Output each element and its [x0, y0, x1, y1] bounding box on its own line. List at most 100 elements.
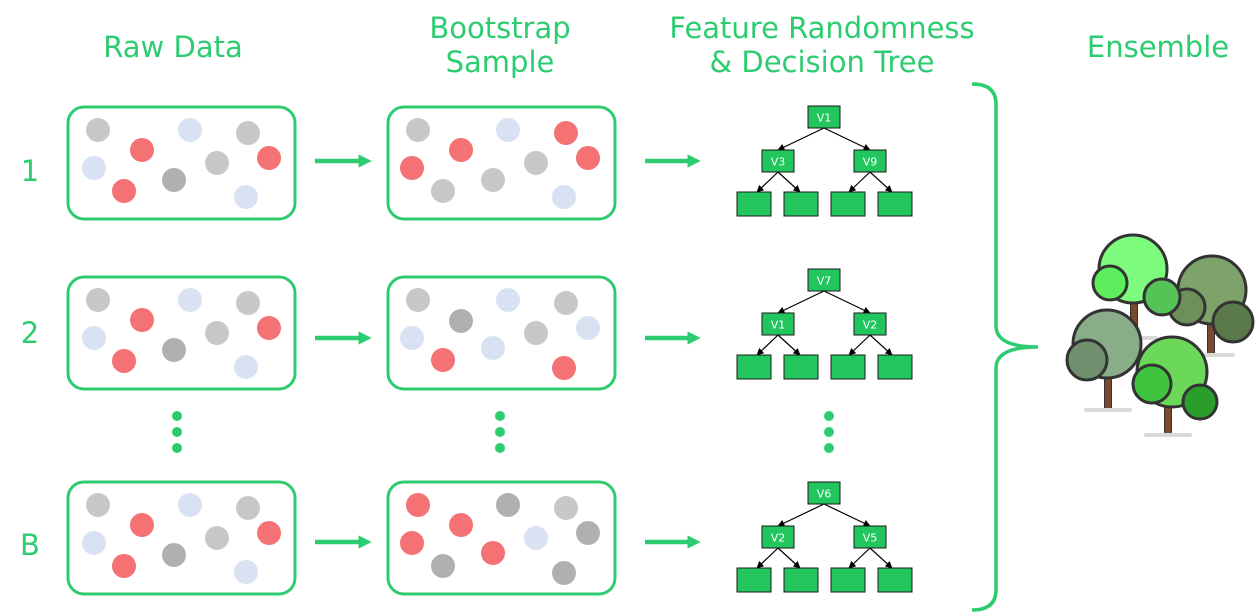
data-point: [524, 526, 548, 550]
tree-edge: [869, 171, 893, 193]
data-point: [552, 185, 576, 209]
data-point: [82, 156, 106, 180]
tree-leaf-node: [783, 567, 819, 593]
data-point: [162, 168, 186, 192]
data-point: [112, 349, 136, 373]
tree-edge: [777, 503, 825, 527]
data-point: [481, 336, 505, 360]
data-point: [112, 179, 136, 203]
data-point: [496, 288, 520, 312]
tree-root-node-label: V6: [817, 488, 832, 501]
data-point: [236, 496, 260, 520]
tree-edge: [823, 127, 871, 151]
tree-right-node: [853, 525, 887, 549]
data-point: [257, 146, 281, 170]
tree-leaf-node: [736, 191, 772, 217]
vertical-ellipsis-icon: [172, 411, 182, 453]
tree-edge: [756, 547, 779, 569]
data-point: [576, 521, 600, 545]
data-point: [449, 309, 473, 333]
tree-right-node: [853, 149, 887, 173]
tree-leaf-node: [877, 191, 913, 217]
row-label-b: B: [20, 528, 40, 562]
tree-left-node: [761, 525, 795, 549]
data-point: [205, 321, 229, 345]
tree-left-node-label: V3: [771, 156, 786, 169]
tree-left-node-label: V1: [771, 319, 786, 332]
vertical-ellipsis-icon: [495, 411, 505, 453]
data-point: [552, 356, 576, 380]
data-point: [481, 541, 505, 565]
data-point: [234, 185, 258, 209]
tree-edge: [777, 547, 801, 569]
forest-trees-icon: [1065, 233, 1255, 437]
tree-edge: [777, 127, 825, 151]
data-point: [406, 118, 430, 142]
tree-leaf-node: [830, 191, 866, 217]
data-point: [576, 316, 600, 340]
data-point: [400, 326, 424, 350]
tree-right-node: [853, 312, 887, 336]
tree-root-node: [807, 481, 841, 505]
tree-right-node-label: V9: [863, 156, 878, 169]
data-point: [236, 291, 260, 315]
data-point: [431, 554, 455, 578]
data-point: [178, 288, 202, 312]
data-point: [234, 560, 258, 584]
data-point: [431, 348, 455, 372]
data-point: [130, 513, 154, 537]
row-label-1: 1: [20, 154, 40, 188]
tree-edge: [777, 171, 801, 193]
data-point: [257, 521, 281, 545]
tree-root-node-label: V1: [817, 112, 832, 125]
data-point: [205, 526, 229, 550]
data-point: [82, 326, 106, 350]
data-point: [554, 496, 578, 520]
data-point: [449, 138, 473, 162]
tree-edge: [823, 290, 871, 314]
tree-root-node: [807, 105, 841, 129]
tree-edge: [869, 547, 893, 569]
data-point: [400, 156, 424, 180]
data-point: [576, 146, 600, 170]
tree-edge: [848, 547, 871, 569]
tree-leaf-node: [783, 354, 819, 380]
data-point: [112, 554, 136, 578]
header-raw-data: Raw Data: [103, 30, 243, 64]
vertical-ellipsis-icon: [824, 411, 834, 453]
data-point: [524, 321, 548, 345]
tree-leaf-node: [736, 354, 772, 380]
data-point: [554, 291, 578, 315]
data-point: [552, 561, 576, 585]
data-point: [496, 493, 520, 517]
tree-edge: [848, 334, 871, 356]
tree-leaf-node: [877, 354, 913, 380]
data-point: [86, 288, 110, 312]
data-point: [82, 531, 106, 555]
data-point: [205, 151, 229, 175]
tree-edge: [848, 171, 871, 193]
tree-edge: [823, 503, 871, 527]
data-point: [524, 151, 548, 175]
tree-root-node: [807, 268, 841, 292]
data-point: [86, 118, 110, 142]
tree-edge: [756, 334, 779, 356]
tree-edge: [869, 334, 893, 356]
row-label-2: 2: [20, 316, 40, 350]
header-bootstrap-sample: Bootstrap Sample: [429, 11, 571, 79]
tree-edge: [777, 334, 801, 356]
data-point: [431, 179, 455, 203]
data-point: [406, 493, 430, 517]
tree-right-node-label: V2: [863, 319, 878, 332]
data-point: [496, 118, 520, 142]
data-point: [178, 493, 202, 517]
tree-right-node-label: V5: [863, 532, 878, 545]
tree-edge: [756, 171, 779, 193]
data-point: [449, 513, 473, 537]
right-curly-brace-icon: [971, 82, 1039, 612]
data-point: [236, 121, 260, 145]
tree-leaf-node: [736, 567, 772, 593]
data-point: [400, 531, 424, 555]
